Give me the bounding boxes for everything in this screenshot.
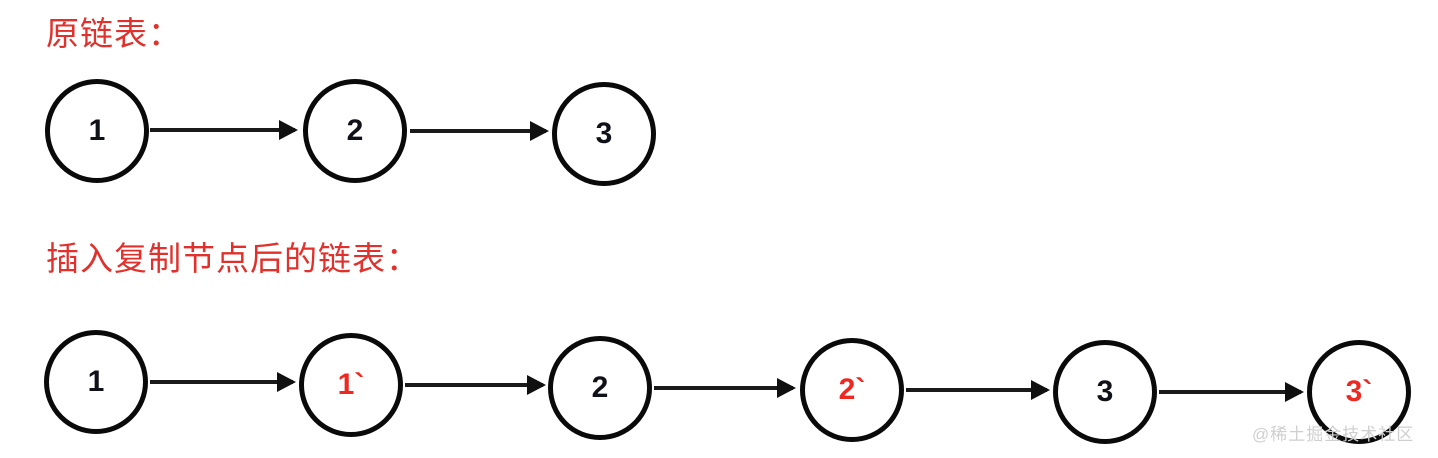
edge-r1-1-to-2 xyxy=(150,128,295,132)
node-r2-1-copy-label: 1` xyxy=(337,368,365,401)
node-r2-3-copy-label: 3` xyxy=(1345,375,1373,408)
node-r2-2-copy-label: 2` xyxy=(838,373,866,406)
node-r2-2[interactable]: 2 xyxy=(548,336,652,440)
node-r2-3[interactable]: 3 xyxy=(1053,340,1157,444)
node-r2-3-label: 3 xyxy=(1096,375,1114,408)
original-list-label: 原链表： xyxy=(46,15,182,52)
node-r1-3[interactable]: 3 xyxy=(552,82,656,186)
node-r1-1-label: 1 xyxy=(88,114,106,147)
node-r2-3-copy[interactable]: 3` xyxy=(1307,340,1411,444)
node-r2-1[interactable]: 1 xyxy=(44,330,148,434)
edge-r2-3-to-3copy xyxy=(1159,390,1301,394)
node-r2-2-copy[interactable]: 2` xyxy=(800,338,904,442)
node-r2-1-copy[interactable]: 1` xyxy=(299,333,403,437)
edge-r2-2copy-to-3 xyxy=(906,388,1047,392)
inserted-list-label: 插入复制节点后的链表： xyxy=(46,240,420,277)
node-r1-3-label: 3 xyxy=(595,117,613,150)
edge-r2-1copy-to-2 xyxy=(405,383,543,387)
edge-r2-2-to-2copy xyxy=(654,386,793,390)
node-r2-1-label: 1 xyxy=(87,365,105,398)
node-r1-2[interactable]: 2 xyxy=(303,79,407,183)
edge-r1-2-to-3 xyxy=(410,129,546,133)
node-r1-1[interactable]: 1 xyxy=(45,79,149,183)
watermark: @稀土掘金技术社区 xyxy=(1252,425,1415,444)
edge-r2-1-to-1copy xyxy=(150,380,293,384)
node-r2-2-label: 2 xyxy=(591,371,609,404)
node-r1-2-label: 2 xyxy=(346,114,364,147)
